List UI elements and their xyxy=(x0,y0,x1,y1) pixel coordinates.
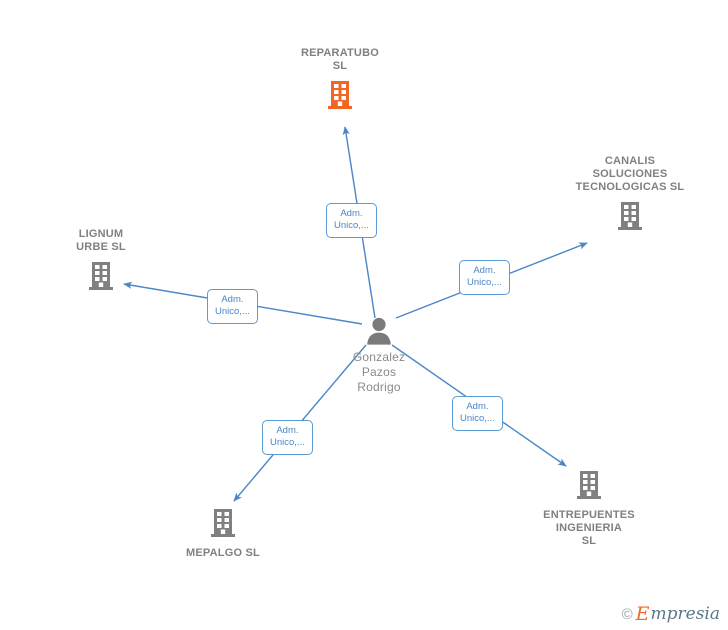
node-reparatubo[interactable]: REPARATUBO SL xyxy=(270,47,410,110)
brand-name: mpresia xyxy=(650,604,721,624)
edge-label-canalis[interactable]: Adm. Unico,... xyxy=(459,260,510,295)
edge-label-lignum-urbe[interactable]: Adm. Unico,... xyxy=(207,289,258,324)
empresia-watermark: © E mpresia xyxy=(622,605,720,624)
node-label-reparatubo: REPARATUBO SL xyxy=(301,47,379,72)
node-entrepuentes[interactable]: ENTREPUENTES INGENIERIA SL xyxy=(509,470,669,548)
node-lignum-urbe[interactable]: LIGNUM URBE SL xyxy=(31,228,171,291)
copyright-icon: © xyxy=(621,606,633,623)
node-canalis[interactable]: CANALIS SOLUCIONES TECNOLOGICAS SL xyxy=(540,155,720,231)
edge-label-mepalgo[interactable]: Adm. Unico,... xyxy=(262,420,313,455)
building-icon xyxy=(89,262,113,290)
edge-label-reparatubo[interactable]: Adm. Unico,... xyxy=(326,203,377,238)
person-icon xyxy=(367,317,391,345)
node-label-entrepuentes: ENTREPUENTES INGENIERIA SL xyxy=(543,509,635,547)
edge-label-entrepuentes[interactable]: Adm. Unico,... xyxy=(452,396,503,431)
building-icon xyxy=(328,81,352,109)
brand-initial: E xyxy=(635,603,650,625)
node-mepalgo[interactable]: MEPALGO SL xyxy=(153,508,293,560)
building-icon xyxy=(211,509,235,537)
node-person-center[interactable]: Gonzalez Pazos Rodrigo xyxy=(309,316,449,395)
building-icon xyxy=(577,471,601,499)
building-icon xyxy=(618,202,642,230)
node-label-canalis: CANALIS SOLUCIONES TECNOLOGICAS SL xyxy=(575,155,685,193)
node-label-person-center: Gonzalez Pazos Rodrigo xyxy=(352,350,406,394)
node-label-mepalgo: MEPALGO SL xyxy=(186,547,260,559)
node-label-lignum-urbe: LIGNUM URBE SL xyxy=(76,228,126,253)
